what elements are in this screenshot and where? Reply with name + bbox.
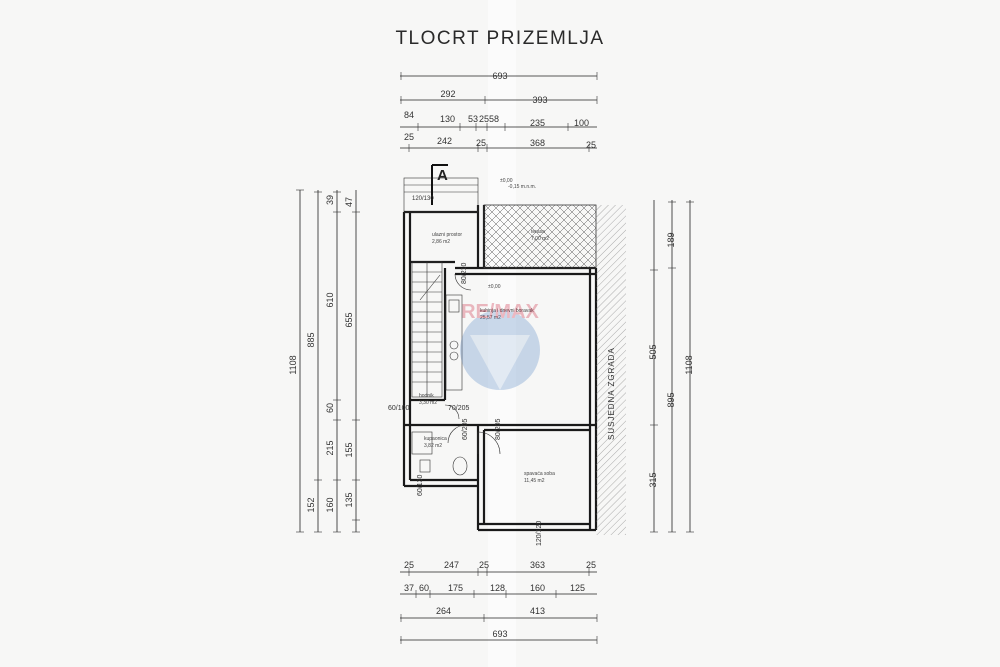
dim-left-152: 152 [306, 497, 316, 512]
dim-left-610: 610 [325, 292, 335, 307]
dim-right-total: 1108 [684, 355, 694, 374]
dim-left-47: 47 [344, 197, 354, 207]
level-entry: ±0,00 [500, 178, 513, 184]
level-sea: -0,15 m.n.m. [508, 184, 536, 190]
scan-fold [488, 0, 516, 667]
section-marker-a: A [431, 164, 448, 205]
dim-top-242: 242 [437, 136, 452, 146]
dim-top-100: 100 [574, 118, 589, 128]
dim-top-84: 84 [404, 110, 414, 120]
dim-left-60: 60 [325, 403, 335, 413]
opening-bedroom-door: 80/205 [495, 418, 502, 440]
dim-top-25a: 25 [404, 132, 414, 142]
dim-bot-363: 363 [530, 560, 545, 570]
opening-bath-door: 60/205 [462, 418, 469, 440]
dim-right-315: 315 [648, 472, 658, 487]
dim-right-505: 505 [648, 344, 658, 359]
neighbor-building-label: SUSJEDNA ZGRADA [607, 347, 616, 440]
dim-bot-264: 264 [436, 606, 451, 616]
room-kitchen-area: 25,57 m2 [480, 315, 501, 321]
dim-left-215: 215 [325, 440, 335, 455]
left-dimensions: 1108 885 152 39 610 60 215 160 47 655 15… [288, 189, 360, 533]
door-swings [444, 273, 501, 455]
dim-left-160: 160 [325, 497, 335, 512]
dim-left-total: 1108 [288, 355, 298, 374]
terrace-area [483, 204, 597, 269]
dim-top-25c: 25 [586, 140, 596, 150]
room-bedroom-name: spavaća soba [524, 471, 555, 477]
dim-bot-25b: 25 [479, 560, 489, 570]
dim-left-885: 885 [306, 332, 316, 347]
opening-hall: 70/205 [448, 405, 470, 412]
opening-entry-door: 120/130 [412, 196, 434, 202]
dim-top-235: 235 [530, 118, 545, 128]
dim-top-130: 130 [440, 114, 455, 124]
room-hall-name: hodnik [419, 393, 434, 399]
room-terrace-area: 7,00 m2 [531, 236, 549, 242]
room-terrace-name: terasa [531, 229, 545, 235]
dim-right-189: 189 [666, 232, 676, 247]
bathroom-fixtures [411, 431, 468, 476]
entrance-porch [403, 177, 479, 213]
remax-watermark: RE/MAX [460, 301, 540, 390]
svg-text:A: A [437, 167, 448, 184]
staircase [411, 261, 443, 398]
room-entrance-area: 2,86 m2 [432, 239, 450, 245]
dim-bot-247: 247 [444, 560, 459, 570]
dim-top-368: 368 [530, 138, 545, 148]
top-dimensions: 693 292 393 84 130 53 25 58 235 100 25 2… [400, 71, 598, 152]
kitchen-counter [445, 294, 463, 391]
dim-bot-total: 693 [492, 629, 507, 639]
room-kitchen-name: kuhinja i dnevni boravak [480, 308, 534, 314]
dim-left-655: 655 [344, 312, 354, 327]
room-bath-name: kupaonica [424, 436, 447, 442]
dim-bot-175: 175 [448, 583, 463, 593]
dim-right-895: 895 [666, 392, 676, 407]
dim-top-25: 25 [479, 114, 489, 124]
opening-left-window: 60/100 [388, 405, 410, 412]
dim-left-135: 135 [344, 492, 354, 507]
room-hall-area: 3,30 m2 [419, 400, 437, 406]
dim-bot-160: 160 [530, 583, 545, 593]
dim-bot-25a: 25 [404, 560, 414, 570]
dim-bot-125: 125 [570, 583, 585, 593]
room-entrance-name: ulazni prostor [432, 232, 462, 238]
dim-bot-25c: 25 [586, 560, 596, 570]
opening-kitchen: 80/210 [461, 262, 468, 284]
opening-bath-window: 60/130 [417, 474, 424, 496]
dim-top-58: 58 [489, 114, 499, 124]
dim-left-39: 39 [325, 195, 335, 205]
dim-bot-37: 37 [404, 583, 414, 593]
dim-left-155: 155 [344, 442, 354, 457]
plan-title: TLOCRT PRIZEMLJA [395, 28, 604, 49]
opening-bedroom-window: 120/120 [536, 521, 543, 546]
dim-top-25b: 25 [476, 138, 486, 148]
right-dimensions: 189 505 315 895 1108 [648, 200, 694, 533]
dim-top-total: 693 [492, 71, 507, 81]
dim-bot-128: 128 [490, 583, 505, 593]
dim-bot-413: 413 [530, 606, 545, 616]
level-kitchen: ±0,00 [488, 284, 501, 290]
svg-text:RE/MAX: RE/MAX [461, 301, 539, 323]
dim-bot-60: 60 [419, 583, 429, 593]
room-bath-area: 3,82 m2 [424, 443, 442, 449]
dim-top-53: 53 [468, 114, 478, 124]
room-bedroom-area: 11,45 m2 [524, 478, 545, 484]
dim-top-393: 393 [532, 95, 547, 105]
neighbor-building-hatch [596, 205, 626, 535]
dim-top-292: 292 [440, 89, 455, 99]
bottom-dimensions: 25 247 25 363 25 37 60 175 128 160 125 2… [400, 560, 598, 644]
